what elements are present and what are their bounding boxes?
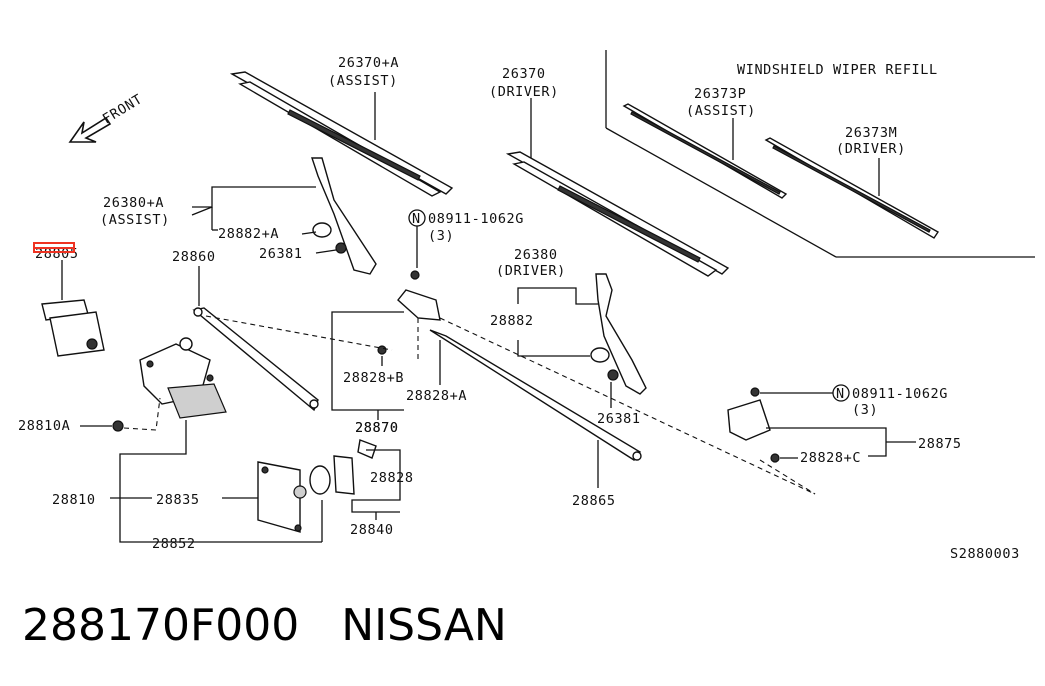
kit-label: 28840 [350,522,394,538]
pivot-assy-label: 28870 [355,420,399,436]
pivot-c-label: 28828+C [800,450,861,466]
blade-driver-number: 26370 [502,66,546,82]
wiper-parts-diagram: WINDSHIELD WIPER REFILL FRONT 26370+A (A… [18,50,1035,562]
linkage-assembly [192,289,642,461]
bolt-right-qty: (3) [852,402,878,418]
footer: 288170F000 NISSAN [22,600,507,660]
drawing-number: S2880003 [950,546,1020,562]
hidden-part-shape [41,299,105,357]
link-left-label: 28860 [172,249,216,265]
blade-driver-name: (DRIVER) [489,84,559,100]
arm-assist-number: 26380+A [103,195,164,211]
assist-wiper-arm [311,157,377,275]
driver-wiper-blade [505,151,730,277]
brand-name: NISSAN [341,600,507,651]
wiper-motor [139,337,227,419]
front-label: FRONT [100,91,146,127]
cap-assist-label: 28882+A [218,226,279,242]
screw-label: 28810A [18,418,70,434]
bracket-label: 28852 [152,536,196,552]
bolt-top-symbol: N [412,211,421,227]
arm-driver-number: 26380 [514,247,558,263]
nut-driver-label: 26381 [597,411,641,427]
refill-assist-number: 26373P [694,86,746,102]
part-number: 288170F000 [22,600,300,651]
arm-assist-name: (ASSIST) [100,212,170,228]
right-pivot-assembly [727,387,780,463]
pivot-b-label: 28828+B [343,370,404,386]
front-arrow-icon [68,116,112,143]
assist-refill [622,103,788,199]
pivot-a-label: 28828+A [406,388,467,404]
refill-section-frame [605,50,1035,258]
bolt-right-number: 08911-1062G [852,386,948,402]
refill-assist-name: (ASSIST) [686,103,756,119]
driver-refill [764,137,940,239]
windshield-refill-heading: WINDSHIELD WIPER REFILL [737,62,938,78]
blade-assist-name: (ASSIST) [328,73,398,89]
seal-label: 28835 [156,492,200,508]
motor-label: 28810 [52,492,96,508]
link-main-label: 28865 [572,493,616,509]
pivot-small-top-label: 28870 [355,420,399,436]
nut-assist-label: 26381 [259,246,303,262]
refill-driver-number: 26373M [845,125,897,141]
bolt-top-qty: (3) [428,228,454,244]
bolt-top-number: 08911-1062G [428,211,524,227]
cap-driver-label: 28882 [490,313,534,329]
assist-wiper-blade [229,71,454,197]
hidden-part-label: 28805 [35,246,79,262]
motor-bracket [257,439,377,533]
driver-wiper-arm [590,273,647,395]
pivot-assy-right-label: 28875 [918,436,962,452]
arm-driver-name: (DRIVER) [496,263,566,279]
blade-assist-number: 26370+A [338,55,399,71]
bolt-right-symbol: N [836,386,845,402]
refill-driver-name: (DRIVER) [836,141,906,157]
pivot-small-label: 28828 [370,470,414,486]
